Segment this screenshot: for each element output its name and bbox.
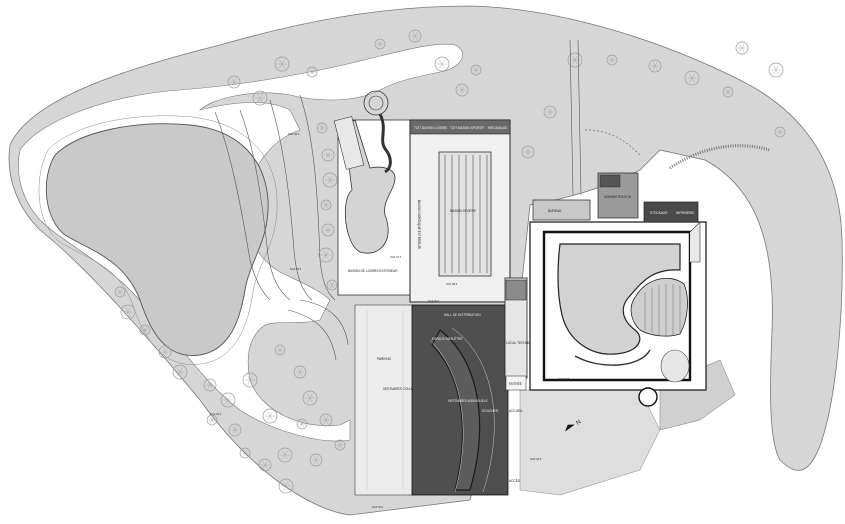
level-8: NGF 95.0	[210, 412, 222, 416]
label-administration: ADMINISTRATION	[604, 195, 632, 199]
tree-icon	[722, 86, 734, 98]
label-parking: PARKING	[377, 357, 392, 361]
east-building	[529, 221, 707, 407]
tree-icon	[322, 172, 338, 188]
north-arrow-label: N	[575, 419, 582, 426]
label-espace-bien-etre: ESPACE BIEN-ÊTRE	[432, 336, 463, 341]
tree-icon	[227, 75, 241, 89]
sport-pool-building: TOIT BASSIN LOISIRS TOIT BASSIN SPORTIF …	[409, 119, 511, 303]
level-1: NGF 95.5	[288, 132, 300, 136]
label-vestiaires: VESTIAIRES COLLECTIFS	[383, 387, 422, 391]
level-7: NGF 96.0	[372, 505, 384, 509]
level-6: NGF 99.0	[428, 299, 440, 303]
label-bassin-sportif: BASSIN SPORTIF	[450, 209, 476, 213]
tree-icon	[648, 59, 662, 73]
tree-icon	[334, 439, 346, 451]
tree-icon	[326, 279, 338, 291]
tree-icon	[258, 458, 272, 472]
tree-icon	[470, 64, 482, 76]
tree-icon	[120, 304, 136, 320]
tree-icon	[220, 392, 236, 408]
label-douches: DOUCHES	[482, 409, 498, 413]
label-accueil: ACCUEIL	[509, 409, 523, 413]
terrace-lines	[214, 94, 336, 301]
tree-icon	[319, 413, 333, 427]
tree-icon	[543, 105, 557, 119]
tree-icon	[278, 478, 294, 494]
north-annex: BUREAU ADMINISTRATION STOCKAGE INFIRMERI…	[532, 172, 699, 223]
level-markers: NGF 95.5 NGF 96.5 NGF 98.5 NGF 97.5 NGF …	[210, 132, 570, 509]
tree-icon	[606, 54, 618, 66]
tree-icon	[774, 126, 786, 138]
tree-icon	[521, 145, 535, 159]
tree-icon	[277, 447, 293, 463]
tree-icon	[306, 66, 318, 78]
tree-icon	[455, 83, 469, 97]
level-4: NGF 97.5	[390, 255, 402, 259]
label-bassin-loisirs: BASSIN DE LOISIRS EXTERIEUR	[348, 269, 398, 273]
tree-icon	[274, 56, 290, 72]
label-infirmerie: INFIRMERIE	[676, 211, 694, 215]
tree-icon	[684, 70, 700, 86]
tree-icon	[408, 29, 422, 43]
level-2: NGF 96.5	[290, 267, 302, 271]
label-toit-loisirs: TOIT BASSIN LOISIRS	[414, 126, 447, 130]
tree-icon	[139, 324, 151, 336]
tree-icon	[768, 62, 784, 78]
paths	[287, 39, 641, 361]
tree-icon	[321, 223, 335, 237]
label-bassin-nordique: BASSIN NORDIQUE EXTERIEUR	[417, 200, 421, 250]
tree-icon	[206, 414, 218, 426]
tree-icon	[239, 447, 251, 459]
label-local-tech: LOCAL TECHNIQUE	[506, 341, 536, 345]
tree-icon	[309, 453, 323, 467]
tree-icon	[228, 423, 242, 437]
tree-icon	[321, 148, 335, 162]
label-vestiaires-individuels: VESTIAIRES INDIVIDUELS	[448, 399, 488, 403]
tree-icon	[114, 286, 126, 298]
tree-icon	[158, 345, 172, 359]
central-building: HALL DE DISTRIBUTION ESPACE BIEN-ÊTRE VE…	[411, 304, 509, 496]
tree-icon	[735, 41, 749, 55]
tree-icon	[320, 199, 332, 211]
label-toit-sportif: TOIT BASSIN SPORTIF	[450, 126, 484, 130]
label-mecanique: MÉCANIQUE	[488, 125, 507, 130]
label-stockage: STOCKAGE	[650, 211, 668, 215]
level-3: NGF 98.5	[446, 282, 458, 286]
tree-icon	[302, 390, 318, 406]
label-hall: HALL DE DISTRIBUTION	[444, 313, 481, 317]
tree-icon	[434, 56, 450, 72]
tree-icon	[274, 344, 286, 356]
tree-icon	[172, 364, 188, 380]
label-acces: ACCÈS	[509, 478, 520, 483]
outdoor-leisure-pool: BASSIN DE LOISIRS EXTERIEUR	[333, 90, 411, 296]
lake	[45, 123, 269, 356]
lake-edge	[38, 115, 278, 365]
level-5: NGF 98.5	[558, 377, 570, 381]
level-9: NGF 98.0	[530, 457, 542, 461]
tree-icon	[203, 378, 217, 392]
trees	[114, 29, 786, 494]
label-bureau: BUREAU	[548, 209, 562, 213]
tree-icon	[262, 408, 278, 424]
tree-icon	[296, 418, 308, 430]
bleacher-stripes	[644, 284, 681, 336]
tree-icon	[318, 247, 334, 263]
tree-icon	[293, 365, 307, 379]
service-column: ENTRÉE LOCAL TECHNIQUE ACCÈS ACCUEIL	[504, 277, 536, 483]
tree-icon	[252, 90, 268, 106]
parking: PARKING VESTIAIRES COLLECTIFS	[354, 304, 422, 496]
tree-icon	[242, 372, 258, 388]
tree-icon	[374, 38, 386, 50]
tree-icon	[316, 122, 328, 134]
label-entree: ENTRÉE	[509, 381, 522, 386]
pool-lanes	[444, 155, 488, 273]
